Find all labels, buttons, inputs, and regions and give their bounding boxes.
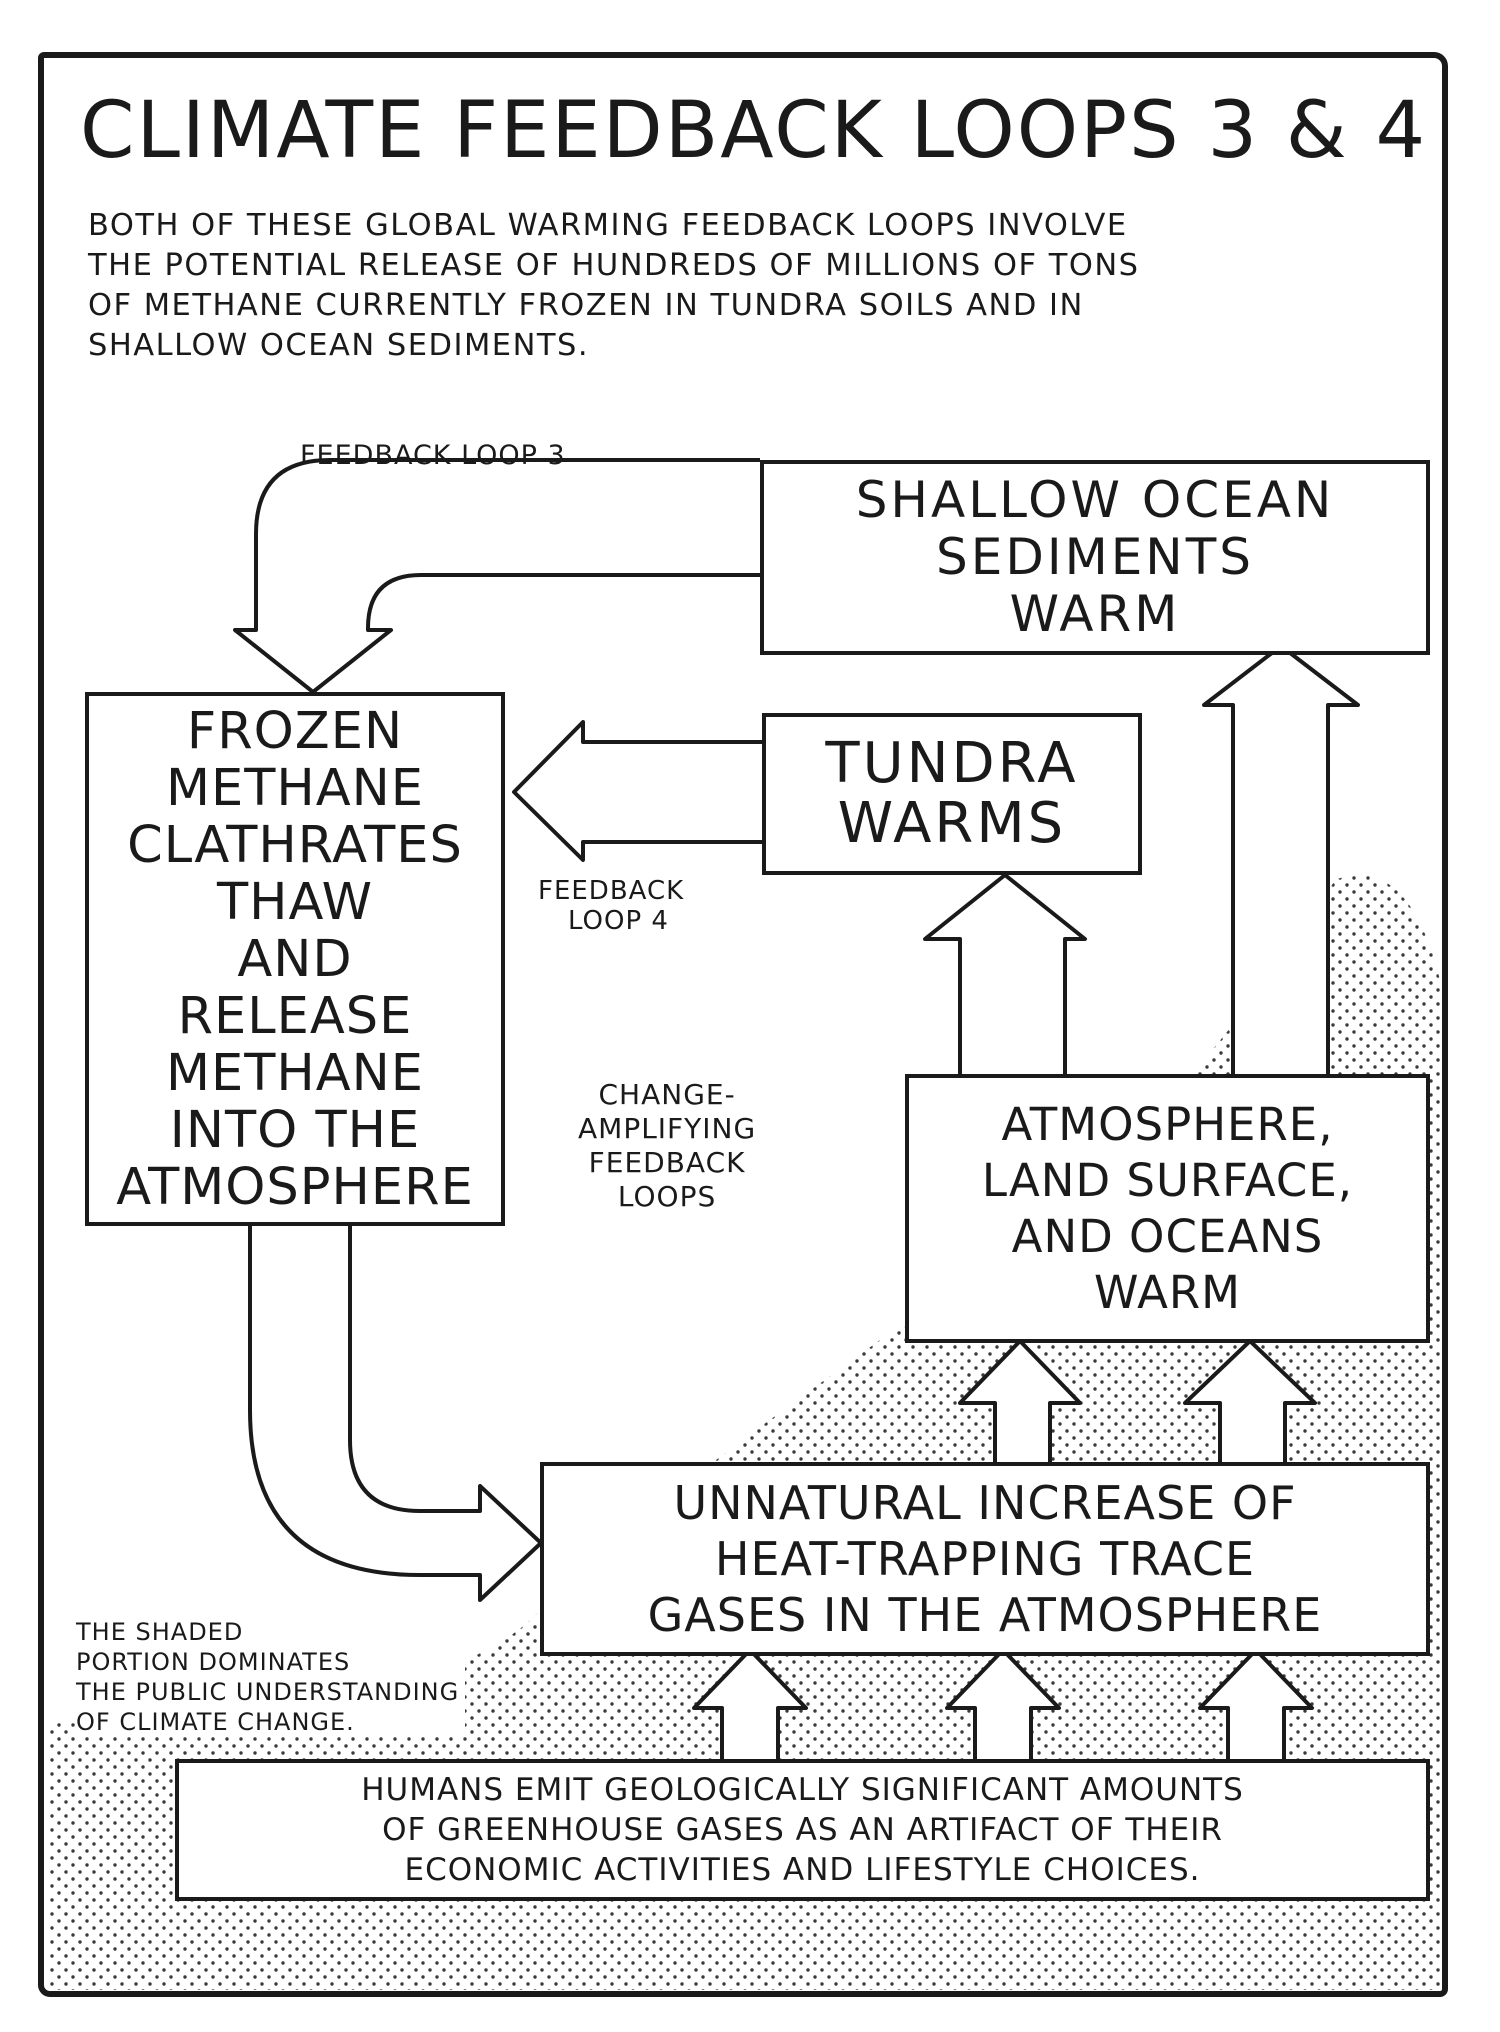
- methane-line: METHANE: [166, 1043, 424, 1103]
- methane-line: ATMOSPHERE: [116, 1157, 474, 1217]
- methane-line: FROZEN: [186, 701, 404, 761]
- humans-line: HUMANS EMIT GEOLOGICALLY SIGNIFICANT AMO…: [361, 1772, 1244, 1808]
- methane-line: INTO THE: [169, 1100, 421, 1160]
- tundra-box: TUNDRA WARMS: [762, 713, 1142, 875]
- methane-box: FROZEN METHANE CLATHRATES THAW AND RELEA…: [85, 692, 505, 1226]
- humans-line: ECONOMIC ACTIVITIES AND LIFESTYLE CHOICE…: [404, 1852, 1201, 1888]
- shaded-portion-note: THE SHADED PORTION DOMINATES THE PUBLIC …: [76, 1617, 466, 1737]
- intro-line: THE POTENTIAL RELEASE OF HUNDREDS OF MIL…: [88, 248, 1140, 283]
- gases-box: UNNATURAL INCREASE OF HEAT-TRAPPING TRAC…: [540, 1462, 1430, 1656]
- humans-line: OF GREENHOUSE GASES AS AN ARTIFACT OF TH…: [382, 1812, 1223, 1848]
- intro-line: BOTH OF THESE GLOBAL WARMING FEEDBACK LO…: [88, 208, 1128, 243]
- warming-line: ATMOSPHERE,: [1001, 1097, 1334, 1151]
- center-line: CHANGE-: [598, 1078, 736, 1111]
- tundra-line: TUNDRA: [825, 731, 1079, 796]
- methane-line: THAW: [216, 872, 374, 932]
- gases-line: HEAT-TRAPPING TRACE: [714, 1532, 1256, 1586]
- humans-box: HUMANS EMIT GEOLOGICALLY SIGNIFICANT AMO…: [175, 1759, 1430, 1901]
- warming-box: ATMOSPHERE, LAND SURFACE, AND OCEANS WAR…: [905, 1074, 1430, 1343]
- note-line: OF CLIMATE CHANGE.: [76, 1708, 355, 1736]
- sediments-line: SEDIMENTS: [936, 528, 1254, 586]
- note-line: THE PUBLIC UNDERSTANDING: [76, 1678, 460, 1706]
- note-line: THE SHADED: [76, 1618, 244, 1646]
- methane-line: AND: [237, 929, 353, 989]
- warming-line: LAND SURFACE,: [981, 1153, 1354, 1207]
- center-line: LOOPS: [617, 1180, 717, 1213]
- warming-line: AND OCEANS: [1011, 1209, 1324, 1263]
- sediments-line: SHALLOW OCEAN: [855, 471, 1335, 529]
- methane-line: CLATHRATES: [127, 815, 463, 875]
- tundra-line: WARMS: [837, 791, 1067, 856]
- change-amplifying-label: CHANGE- AMPLIFYING FEEDBACK LOOPS: [578, 1078, 756, 1214]
- loop4-arrow: [512, 720, 762, 862]
- loop3-arrow: [233, 458, 760, 694]
- intro-text: BOTH OF THESE GLOBAL WARMING FEEDBACK LO…: [88, 206, 1428, 366]
- loop4-line: FEEDBACK: [538, 876, 685, 906]
- methane-to-gases-arrow: [248, 1226, 543, 1602]
- page-border: [38, 52, 1448, 1997]
- loop4-line: LOOP 4: [568, 906, 669, 936]
- intro-line: OF METHANE CURRENTLY FROZEN IN TUNDRA SO…: [88, 288, 1084, 323]
- note-line: PORTION DOMINATES: [76, 1648, 351, 1676]
- center-line: AMPLIFYING: [578, 1112, 757, 1145]
- methane-line: RELEASE: [177, 986, 413, 1046]
- gases-line: UNNATURAL INCREASE OF: [673, 1476, 1297, 1530]
- page-title: CLIMATE FEEDBACK LOOPS 3 & 4: [80, 86, 1428, 176]
- center-line: FEEDBACK: [588, 1146, 746, 1179]
- warming-line: WARM: [1094, 1265, 1241, 1319]
- sediments-line: WARM: [1009, 585, 1181, 643]
- methane-line: METHANE: [166, 758, 424, 818]
- gases-line: GASES IN THE ATMOSPHERE: [647, 1588, 1323, 1642]
- warming-to-tundra-arrow: [923, 873, 1087, 1074]
- feedback-loop-3-label: FEEDBACK LOOP 3: [300, 440, 566, 471]
- sediments-box: SHALLOW OCEAN SEDIMENTS WARM: [760, 460, 1430, 655]
- feedback-loop-4-label: FEEDBACK LOOP 4: [538, 876, 684, 936]
- intro-line: SHALLOW OCEAN SEDIMENTS.: [88, 328, 590, 363]
